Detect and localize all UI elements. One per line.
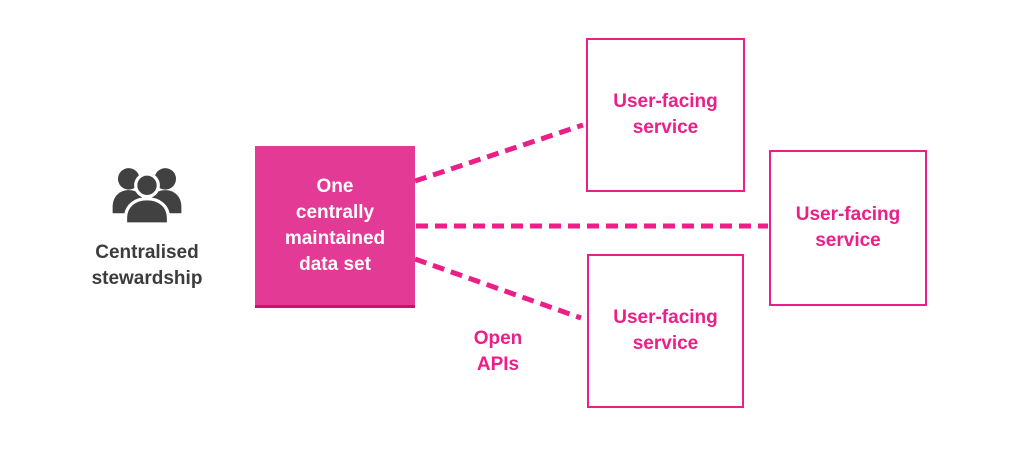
user-facing-service-box-right: User-facing service xyxy=(769,150,927,306)
user-facing-service-box-bottom: User-facing service xyxy=(587,254,744,408)
connector-to-top-service xyxy=(414,122,584,184)
user-facing-service-label: User-facing service xyxy=(613,307,718,354)
person-head-center xyxy=(134,172,160,199)
user-facing-service-label: User-facing service xyxy=(613,91,718,138)
central-data-set-box: One centrally maintained data set xyxy=(255,146,415,308)
connector-to-bottom-service xyxy=(414,256,582,321)
person-body-center xyxy=(123,197,171,224)
centralised-stewardship-label: Centralised stewardship xyxy=(91,242,203,289)
user-facing-service-box-top: User-facing service xyxy=(586,38,745,192)
people-group-icon xyxy=(112,168,182,224)
person-head-left xyxy=(118,168,140,190)
open-apis-label: Open APIs xyxy=(473,328,523,375)
person-head-right xyxy=(154,168,176,190)
central-data-set-label: One centrally maintained data set xyxy=(284,175,386,275)
user-facing-service-label: User-facing service xyxy=(795,204,901,251)
